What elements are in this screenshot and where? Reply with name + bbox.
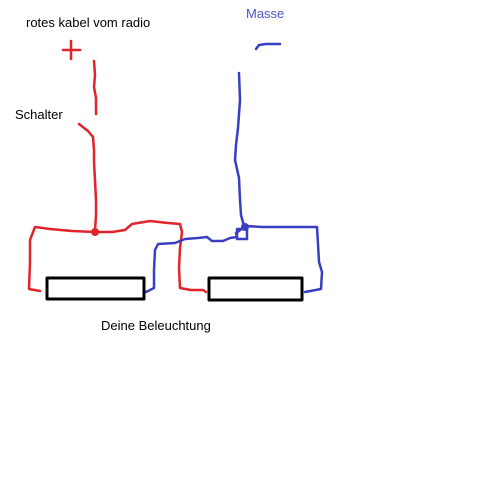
blue-wire-loop (144, 224, 324, 294)
lighting-label: Deine Beleuchtung (101, 318, 211, 333)
red-cable-label: rotes kabel vom radio (26, 15, 151, 30)
plus-sign-icon (61, 39, 82, 61)
lamp-bar-icon (207, 276, 304, 302)
red-junction-icon (91, 228, 99, 236)
blue-wire-vertical (233, 71, 246, 228)
ground-label: Masse (246, 6, 285, 21)
switch-label: Schalter (15, 107, 63, 122)
red-wire-switch-segment (77, 122, 98, 233)
blue-wire-top-stub (254, 42, 282, 51)
lamp-bar-icon (45, 276, 146, 301)
red-wire-radio-segment (92, 59, 98, 116)
red-wire-bus (27, 219, 208, 294)
